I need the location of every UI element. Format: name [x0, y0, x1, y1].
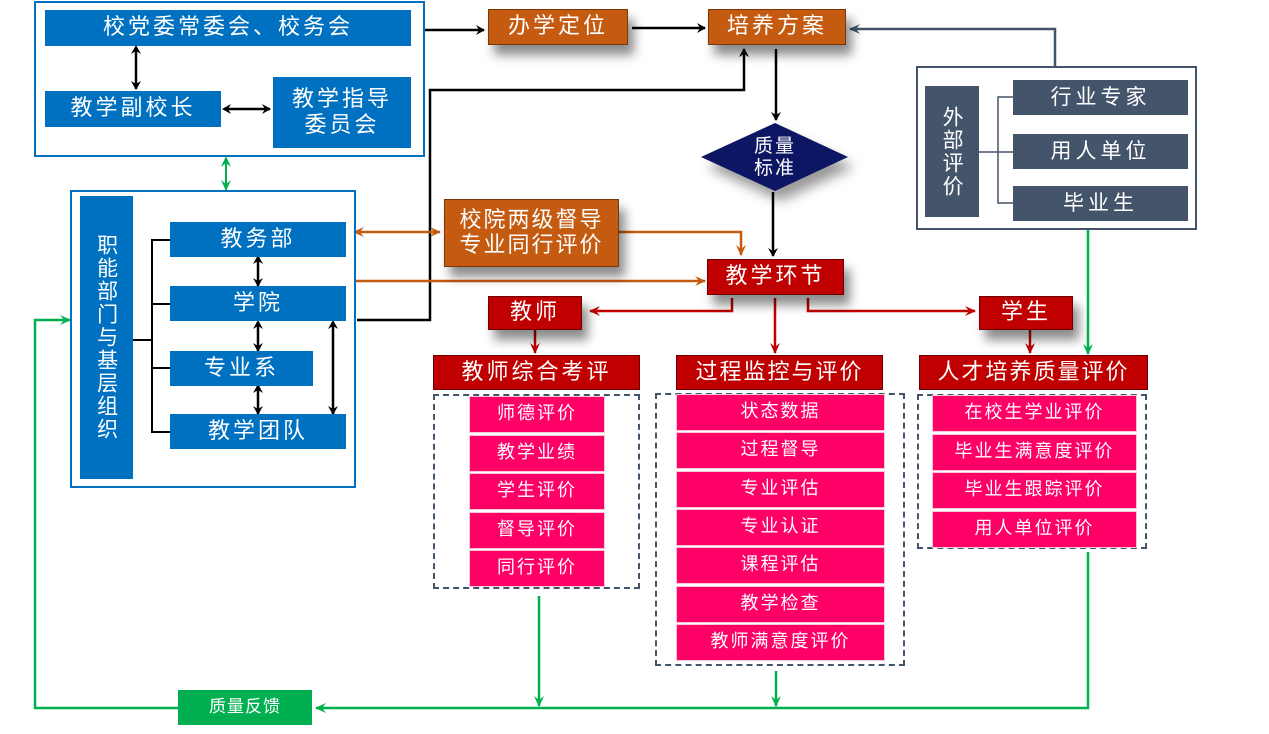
external-title: 外部评价 — [925, 86, 979, 217]
node-quality-feedback[interactable]: 质量反馈 — [178, 690, 312, 725]
unit-academic-affairs[interactable]: 教务部 — [170, 222, 346, 257]
external-industry-experts[interactable]: 行业专家 — [1013, 80, 1188, 115]
teacher-eval-item[interactable]: 教学业绩 — [469, 434, 605, 472]
process-eval-item[interactable]: 课程评估 — [676, 547, 885, 585]
talent-eval-item[interactable]: 在校生学业评价 — [932, 395, 1137, 432]
teacher-eval-item[interactable]: 同行评价 — [469, 550, 605, 587]
external-employers[interactable]: 用人单位 — [1013, 134, 1188, 169]
talent-eval-title: 人才培养质量评价 — [919, 355, 1148, 390]
node-party-committee[interactable]: 校党委常委会、校务会 — [45, 10, 411, 46]
process-eval-title: 过程监控与评价 — [676, 355, 883, 390]
node-supervision[interactable]: 校院两级督导专业同行评价 — [444, 199, 619, 267]
functional-group — [70, 190, 356, 488]
functional-title: 职能部门与基层组织 — [80, 196, 133, 479]
node-student[interactable]: 学生 — [979, 296, 1073, 330]
teacher-eval-group — [433, 394, 640, 589]
external-group — [916, 66, 1197, 230]
process-eval-item[interactable]: 教师满意度评价 — [676, 623, 885, 661]
process-eval-item[interactable]: 教学检查 — [676, 585, 885, 623]
unit-teaching-team[interactable]: 教学团队 — [170, 414, 346, 449]
node-teaching-process[interactable]: 教学环节 — [707, 259, 844, 295]
external-graduates[interactable]: 毕业生 — [1013, 186, 1188, 221]
teacher-eval-item[interactable]: 学生评价 — [469, 473, 605, 510]
process-eval-item[interactable]: 过程督导 — [676, 432, 885, 470]
node-positioning[interactable]: 办学定位 — [488, 9, 628, 45]
node-training-plan[interactable]: 培养方案 — [708, 9, 846, 45]
process-eval-item[interactable]: 状态数据 — [676, 394, 885, 431]
teacher-eval-title: 教师综合考评 — [433, 355, 640, 390]
unit-department[interactable]: 专业系 — [170, 351, 313, 386]
process-eval-item[interactable]: 专业认证 — [676, 508, 885, 546]
unit-college[interactable]: 学院 — [170, 286, 346, 321]
node-quality-standard[interactable]: 质量标准 — [753, 135, 796, 179]
node-teaching-committee[interactable]: 教学指导委员会 — [273, 77, 411, 148]
teacher-eval-item[interactable]: 督导评价 — [469, 511, 605, 549]
teacher-eval-item[interactable]: 师德评价 — [469, 396, 605, 433]
node-teacher[interactable]: 教师 — [488, 296, 582, 330]
leadership-group — [34, 1, 425, 157]
talent-eval-item[interactable]: 用人单位评价 — [932, 510, 1137, 548]
process-eval-item[interactable]: 专业评估 — [676, 470, 885, 508]
node-vice-president[interactable]: 教学副校长 — [45, 91, 221, 127]
talent-eval-item[interactable]: 毕业生满意度评价 — [932, 433, 1137, 471]
talent-eval-item[interactable]: 毕业生跟踪评价 — [932, 472, 1137, 509]
